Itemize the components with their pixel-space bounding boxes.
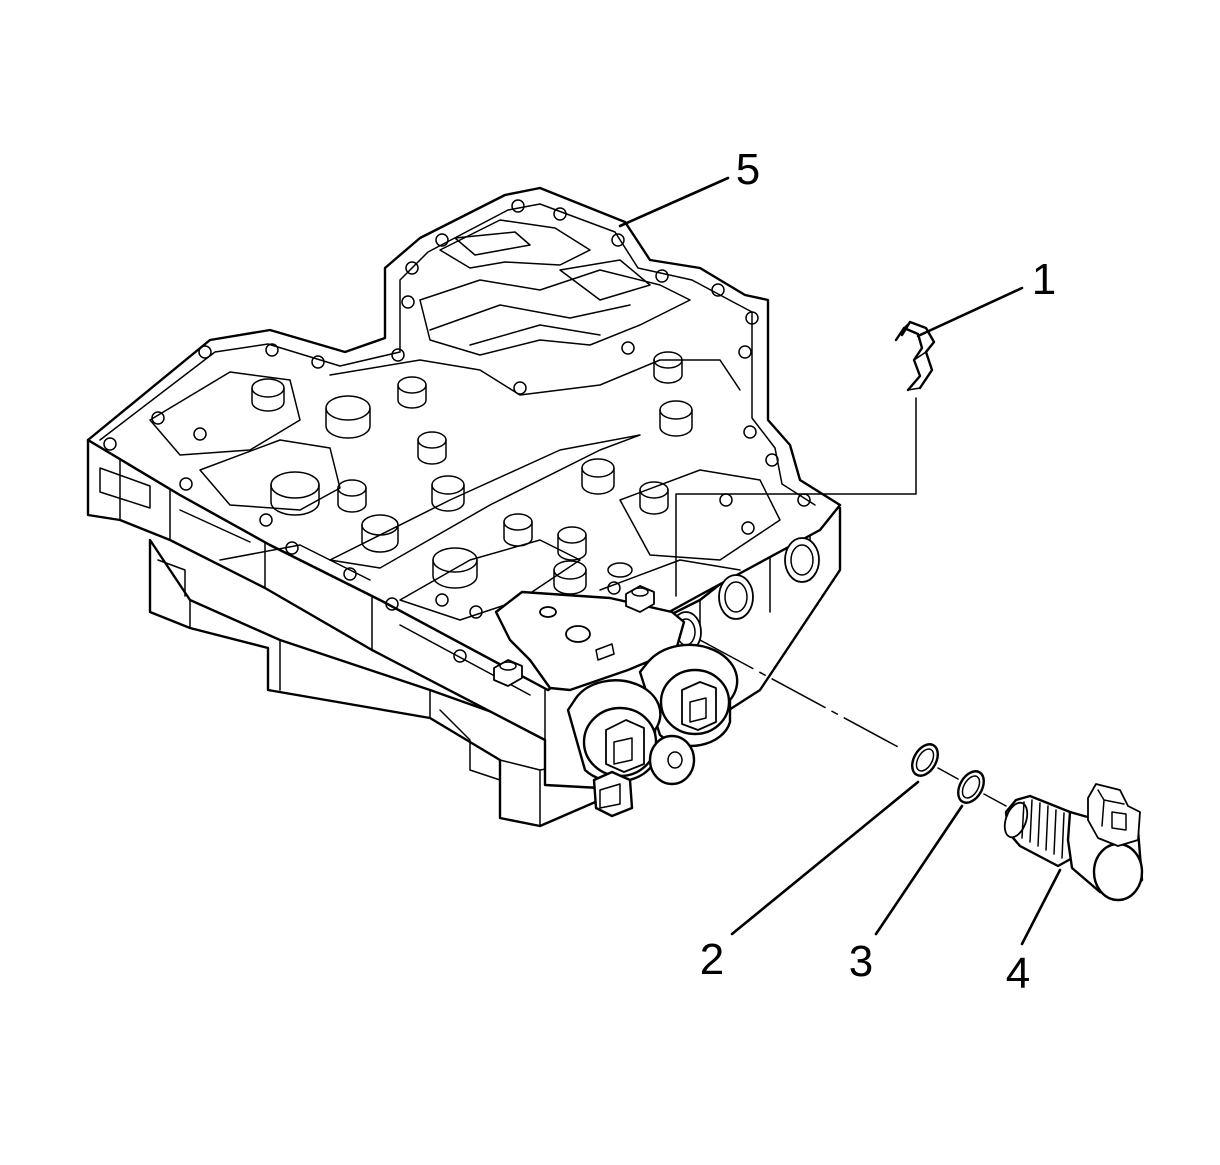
assembly-axis-line [699,639,1007,807]
callouts: 1 2 3 4 5 [700,145,1056,998]
leader-lines [618,176,1062,946]
retainer-clip [894,320,936,392]
o-ring-3 [957,770,985,804]
leader-line-3 [874,804,964,936]
leader-line-4 [1020,868,1062,946]
callout-1: 1 [1032,255,1056,304]
leader-line-1 [916,286,1024,338]
callout-2: 2 [700,935,724,984]
clip-pointer-line [675,397,917,597]
solenoid-bracket [493,585,686,692]
callout-5: 5 [736,145,760,194]
leader-line-5 [618,176,730,228]
installed-solenoids [566,643,739,818]
callout-4: 4 [1006,949,1030,998]
solenoid-valve [1003,783,1144,902]
o-ring-2 [911,743,939,777]
callout-3: 3 [849,937,873,986]
valve-body-assembly [86,186,842,828]
leader-line-2 [730,780,920,936]
valve-body-bosses [103,199,820,663]
